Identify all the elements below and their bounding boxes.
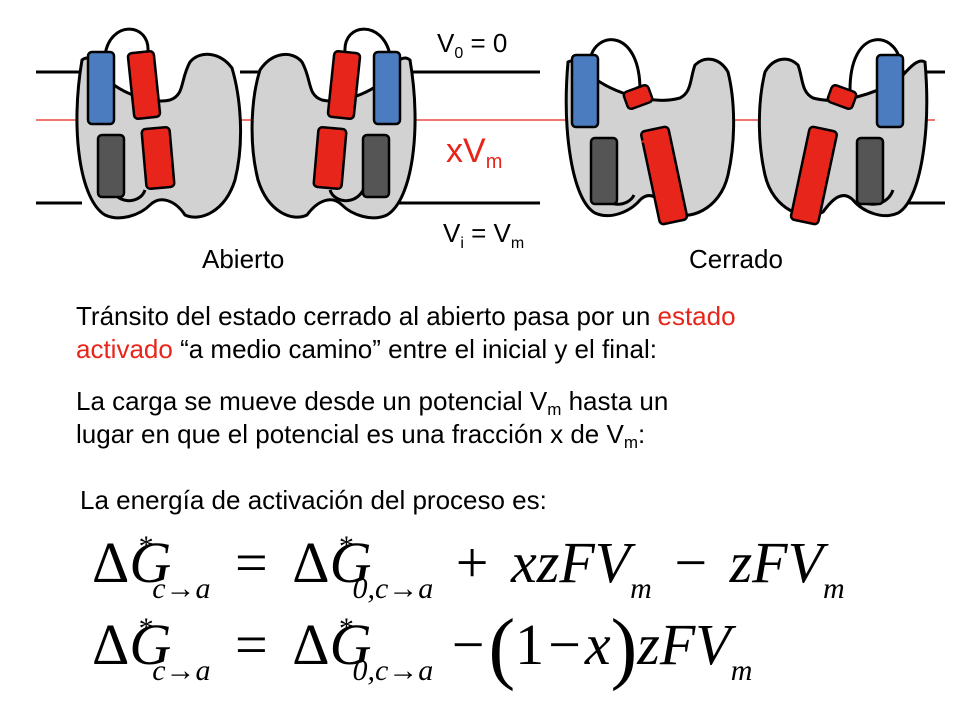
- activation-energy-heading: La energía de activación del proceso es:: [80, 485, 547, 515]
- xvm-label: xVm: [446, 132, 503, 173]
- v0-label: V0 = 0: [437, 28, 508, 62]
- transition-paragraph: Tránsito del estado cerrado al abierto p…: [76, 301, 736, 364]
- closed-channel: [564, 38, 929, 226]
- plus-sign: +: [816, 124, 833, 155]
- plus-sign: +: [331, 68, 348, 99]
- vi-label: Vi = Vm: [443, 218, 525, 252]
- open-channel: [75, 27, 417, 220]
- charge-paragraph: La carga se mueve desde un potencial Vm …: [76, 386, 669, 452]
- channel-diagram: [36, 27, 945, 226]
- open-state-label: Abierto: [202, 244, 285, 274]
- plus-sign: +: [138, 68, 155, 99]
- equation-2: ΔG*c→a = ΔG*0,c→a −(1−x)zFVm: [92, 604, 753, 692]
- closed-state-label: Cerrado: [689, 244, 783, 274]
- plus-sign: +: [640, 126, 657, 157]
- equation-1: ΔG*c→a = ΔG*0,c→a + xzFVm − zFVm: [92, 530, 845, 605]
